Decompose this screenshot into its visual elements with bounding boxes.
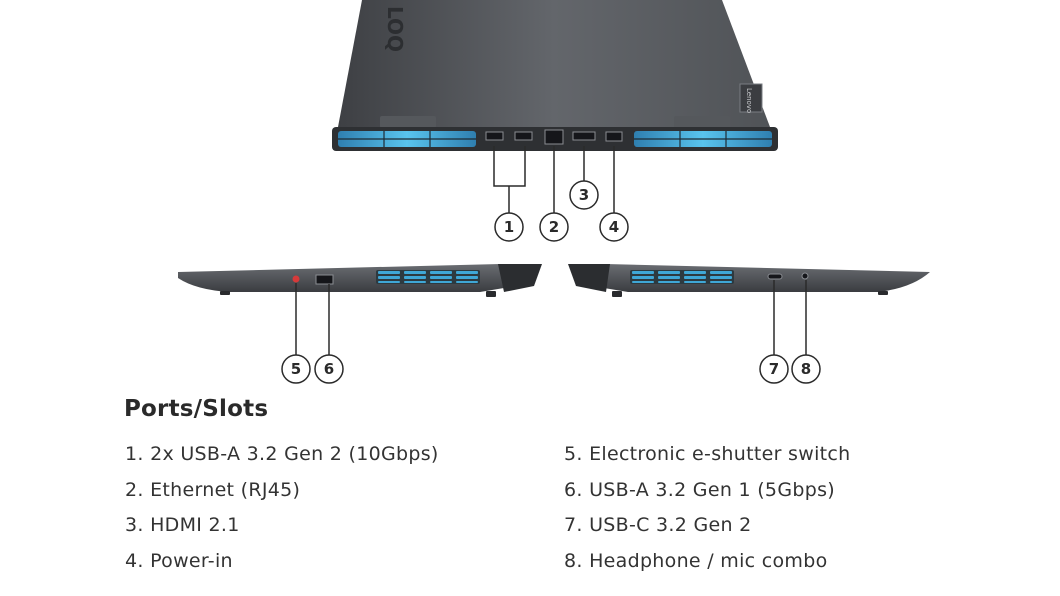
laptop-back-view: LOQ Lenovo [332, 0, 778, 151]
callout-1-circle [494, 212, 524, 242]
callout-7: 7 [769, 360, 779, 378]
right-side-vent [630, 270, 734, 284]
callout-3-circle [569, 180, 599, 210]
laptop-right-side-view [568, 264, 930, 297]
lid-logo: LOQ [383, 6, 407, 52]
callout-8: 8 [801, 360, 811, 378]
port-item-1: 1. 2x USB-A 3.2 Gen 2 (10Gbps) [125, 443, 439, 465]
ports-list-left: 1. 2x USB-A 3.2 Gen 2 (10Gbps) 2. Ethern… [125, 441, 439, 583]
callout-6-circle [314, 354, 344, 384]
ethernet-port [544, 129, 564, 145]
left-side-foot-1 [220, 291, 230, 295]
lenovo-badge [739, 83, 763, 113]
ports-heading: Ports/Slots [124, 396, 269, 422]
left-side-foot-2 [486, 291, 496, 297]
callout-4-circle [599, 212, 629, 242]
lenovo-badge-text: Lenovo [745, 88, 753, 113]
headphone-jack [801, 272, 809, 280]
right-side-foot-2 [878, 291, 888, 295]
usb-a-port-left [315, 274, 334, 285]
callout-6: 6 [324, 360, 334, 378]
usb-a-port-rear-1 [485, 131, 504, 141]
callout-2-circle [539, 212, 569, 242]
left-side-lid-edge [498, 264, 542, 292]
port-item-2: 2. Ethernet (RJ45) [125, 478, 301, 501]
callout-4: 4 [609, 218, 619, 236]
port-item-7: 7. USB-C 3.2 Gen 2 [564, 514, 752, 536]
callout-leader-lines [295, 146, 807, 355]
callout-1: 1 [504, 218, 514, 236]
hinge-left [380, 116, 436, 128]
hdmi-port [572, 131, 596, 141]
callout-3: 3 [579, 186, 589, 204]
port-item-5: 5. Electronic e-shutter switch [564, 443, 851, 465]
port-item-4: 4. Power-in [125, 549, 233, 572]
port-item-8: 8. Headphone / mic combo [564, 549, 828, 572]
leader-1 [493, 146, 526, 213]
right-side-lid-edge [568, 264, 610, 292]
right-side-foot-1 [612, 291, 622, 297]
laptop-ports-diagram: LOQ Lenovo [178, 0, 930, 384]
callout-8-circle [791, 354, 821, 384]
port-item-6: 6. USB-A 3.2 Gen 1 (5Gbps) [564, 478, 835, 501]
usb-a-port-rear-2 [514, 131, 533, 141]
callout-circles: 1 2 3 4 5 6 7 8 [281, 180, 821, 384]
rear-vent-slats [338, 131, 772, 147]
callout-5-circle [281, 354, 311, 384]
e-shutter-switch [292, 275, 300, 283]
laptop-lid [338, 0, 770, 127]
laptop-left-side-view [178, 264, 542, 297]
ports-list-right: 5. Electronic e-shutter switch 6. USB-A … [564, 441, 851, 583]
callout-5: 5 [291, 360, 301, 378]
port-item-3: 3. HDMI 2.1 [125, 514, 240, 536]
usb-c-port [767, 273, 783, 280]
left-side-vent [376, 270, 480, 284]
power-in-port [605, 131, 623, 142]
hinge-right [674, 116, 730, 128]
callout-2: 2 [549, 218, 559, 236]
callout-7-circle [759, 354, 789, 384]
